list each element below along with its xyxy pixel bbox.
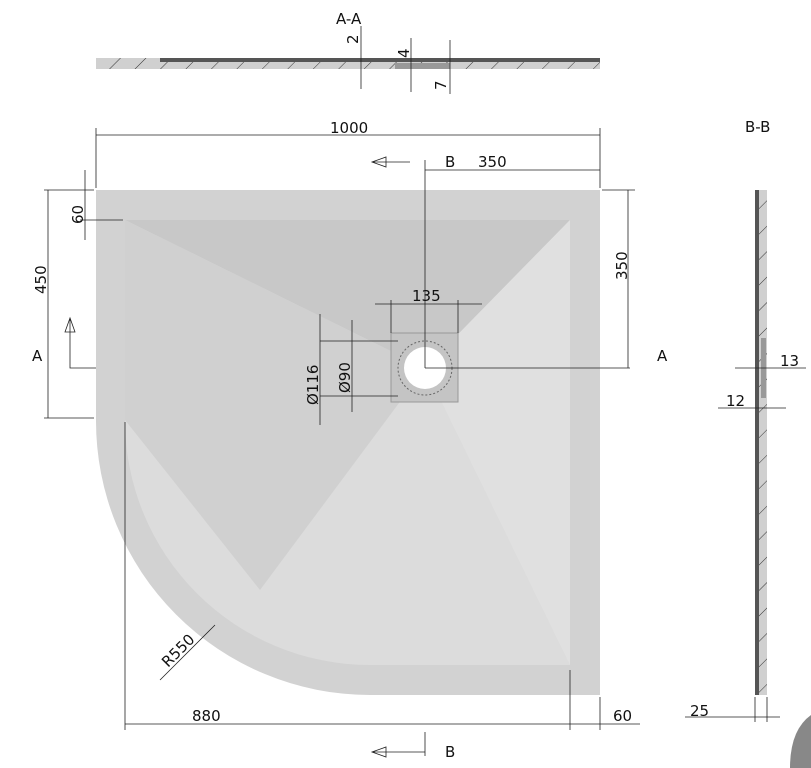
dim-a-offset: 350 — [613, 251, 631, 280]
section-b-bottom-label: B — [445, 743, 455, 761]
dim-b-offset: 350 — [478, 153, 507, 171]
section-b-top-arrow-icon — [370, 156, 410, 168]
section-a-right-label: A — [657, 347, 668, 365]
section-a-left-label: A — [32, 347, 43, 365]
dim-bb-12: 12 — [726, 392, 745, 410]
section-bb-view: B-B 13 12 25 — [685, 118, 811, 768]
section-aa-view: A-A 2 4 7 — [96, 10, 600, 94]
dim-aa-7: 7 — [432, 80, 450, 90]
section-b-bottom-arrow-icon — [370, 746, 425, 758]
slope-right — [425, 220, 570, 665]
dim-bb-25: 25 — [690, 702, 709, 720]
section-aa-title: A-A — [336, 10, 362, 28]
section-bb-surface — [755, 190, 759, 695]
slope-left — [125, 220, 425, 590]
corner-shape — [790, 715, 811, 768]
dim-rim-top: 60 — [69, 205, 87, 224]
dim-aa-2: 2 — [344, 34, 362, 44]
section-b-top-label: B — [445, 153, 455, 171]
plan-view: 1000 350 B 350 A 450 A 60 135 Ø116 Ø90 R… — [32, 119, 668, 761]
dim-radius: R550 — [158, 630, 198, 670]
section-aa-surface — [160, 58, 600, 62]
dim-drain-width: 135 — [412, 287, 441, 305]
slope-top — [125, 220, 570, 368]
dim-bb-13: 13 — [780, 352, 799, 370]
section-a-arrow-icon — [64, 316, 96, 369]
dim-drain-inner-dia: Ø90 — [336, 362, 354, 393]
dim-rim-right: 60 — [613, 707, 632, 725]
dim-drain-outer-dia: Ø116 — [304, 365, 322, 405]
dim-bottom-length: 880 — [192, 707, 221, 725]
dim-width: 1000 — [330, 119, 368, 137]
section-bb-title: B-B — [745, 118, 770, 136]
dim-left-offset: 450 — [32, 265, 50, 294]
section-aa-drain — [395, 63, 450, 69]
dim-aa-4: 4 — [395, 48, 413, 58]
section-aa-body — [96, 58, 600, 69]
